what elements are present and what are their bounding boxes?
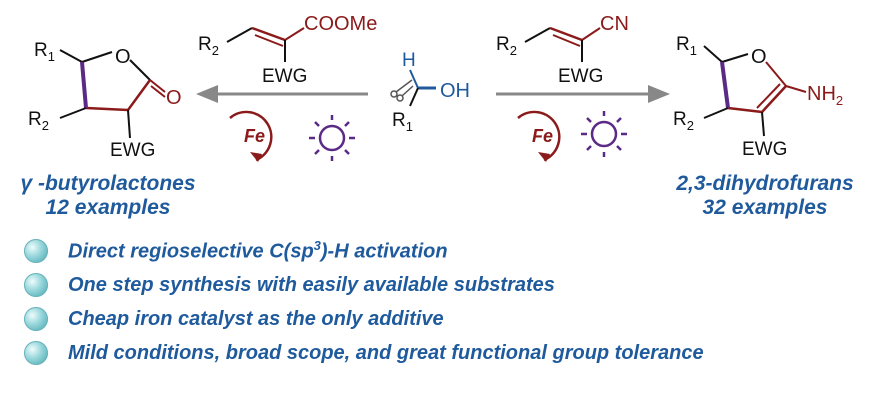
bullet-dot-icon [24,239,48,263]
feature-text: Mild conditions, broad scope, and great … [68,341,704,364]
feature-text: Cheap iron catalyst as the only additive [68,307,444,330]
right-product-caption: 2,3-dihydrofurans 32 examples [658,172,872,220]
left-product-class: γ -butyrolactones [20,172,196,195]
feature-text: One step synthesis with easily available… [68,273,555,296]
reaction-scheme: R1 O O R2 EWG R2 COOMe EWG H OH [28,13,843,162]
right-light-bulb-icon [581,111,627,157]
list-item: Mild conditions, broad scope, and great … [24,336,704,370]
right-reaction-arrow [496,85,670,103]
left-product-caption: γ -butyrolactones 12 examples [0,172,216,220]
feature-text: Direct regioselective C(sp3)-H activatio… [68,238,448,263]
center-r1-label: R1 [392,110,413,134]
bullet-dot-icon [24,341,48,365]
left-product-ewg-label: EWG [110,140,155,161]
right-product-r2-label: R2 [673,109,694,133]
left-carbonyl-oxygen: O [166,87,182,109]
left-product-r2-label: R2 [28,109,49,133]
right-product-nh2-label: NH2 [807,83,843,108]
right-fe-catalyst-cycle: Fe [517,110,561,162]
left-product-count: 12 examples [45,196,171,219]
bullet-dot-icon [24,307,48,331]
right-product-r1-label: R1 [676,34,697,58]
center-alcohol: H OH R1 [390,50,470,134]
right-product-count: 32 examples [702,196,828,219]
left-reagent-acrylate: R2 COOMe EWG [198,13,377,87]
left-fe-label: Fe [244,126,265,146]
right-reagent-acrylonitrile: R2 CN EWG [496,13,629,87]
left-product-lactone: R1 O O R2 EWG [28,40,182,161]
scissors-icon [390,79,414,102]
right-reagent-ewg-label: EWG [558,66,603,87]
left-reaction-arrow [196,85,368,103]
left-ring-oxygen: O [115,46,131,68]
left-reagent-ewg-label: EWG [262,66,307,87]
center-h-label: H [402,50,416,71]
list-item: Cheap iron catalyst as the only additive [24,302,704,336]
right-product-class: 2,3-dihydrofurans [676,172,854,195]
right-ring-oxygen: O [751,46,767,68]
right-reagent-r2-label: R2 [496,34,517,58]
left-fe-catalyst-cycle: Fe [229,110,273,162]
left-reagent-r2-label: R2 [198,34,219,58]
left-reagent-ester-label: COOMe [304,13,377,35]
list-item: Direct regioselective C(sp3)-H activatio… [24,234,704,268]
right-product-dihydrofuran: R1 O NH2 R2 EWG [673,34,843,160]
bullet-dot-icon [24,273,48,297]
left-product-r1-label: R1 [34,40,55,64]
left-light-bulb-icon [309,115,355,161]
right-product-ewg-label: EWG [742,139,787,160]
feature-list: Direct regioselective C(sp3)-H activatio… [24,234,704,370]
right-fe-label: Fe [532,126,553,146]
center-oh-label: OH [440,80,470,102]
list-item: One step synthesis with easily available… [24,268,704,302]
right-reagent-nitrile-label: CN [600,13,629,35]
